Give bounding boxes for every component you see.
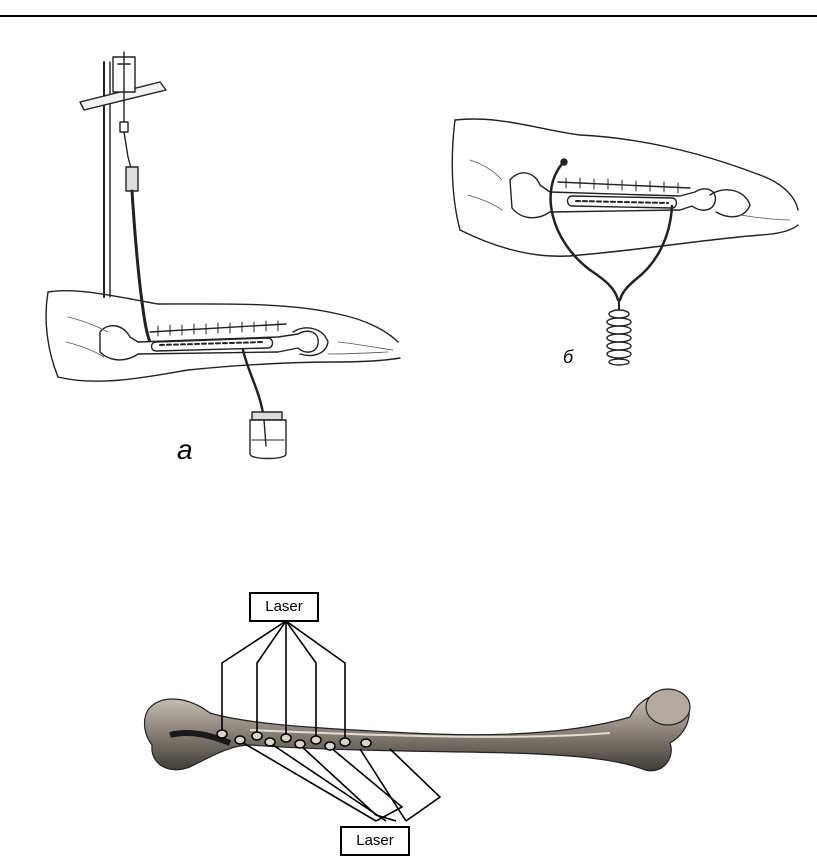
laser-top-box: Laser <box>249 592 319 622</box>
figure-c-drawing <box>130 585 700 860</box>
page-header-rule <box>0 15 817 17</box>
figure-b-label: б <box>563 348 573 366</box>
figure-b-drawing <box>440 100 802 370</box>
laser-bottom-box: Laser <box>340 826 410 856</box>
figure-a-label: а <box>177 436 193 464</box>
figure-a-drawing <box>38 42 408 482</box>
